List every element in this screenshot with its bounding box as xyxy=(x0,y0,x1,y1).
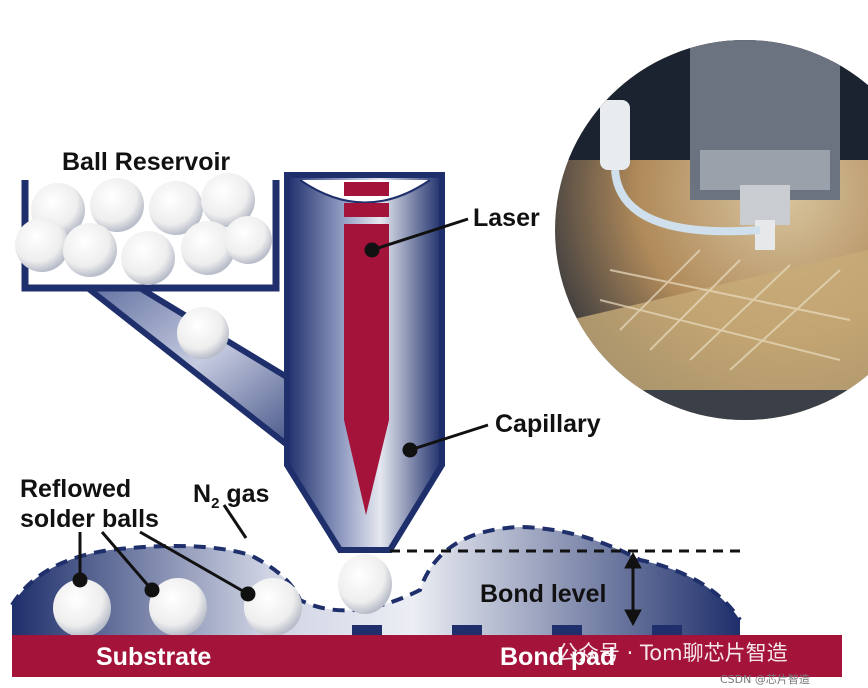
bond-level-arrow xyxy=(624,551,642,627)
reflowed-solder-balls xyxy=(53,578,302,637)
reservoir-balls xyxy=(15,173,272,285)
bond-level-label: Bond level xyxy=(480,580,606,608)
substrate-bar xyxy=(12,635,842,677)
chute-solder-ball xyxy=(177,307,229,359)
capillary-label: Capillary xyxy=(495,410,601,438)
bond-pad-label: Bond pad xyxy=(500,643,615,671)
reflowed-label-line1: Reflowed xyxy=(20,475,131,503)
laser-beam xyxy=(344,182,389,515)
ball-reservoir-label: Ball Reservoir xyxy=(62,148,230,176)
n2-gas-label: N2 gas xyxy=(193,480,269,512)
laser-label: Laser xyxy=(473,204,540,232)
jetted-solder-ball xyxy=(338,554,392,614)
watermark-sub: CSDN @芯片智造 xyxy=(720,672,810,686)
watermark-main: 公众号 · Tom聊芯片智造 xyxy=(557,641,788,665)
machine-photo-inset xyxy=(555,40,868,420)
substrate-label: Substrate xyxy=(96,643,211,671)
reflowed-label-line2: solder balls xyxy=(20,505,159,533)
ball-reservoir xyxy=(15,173,280,292)
leader-lines xyxy=(72,217,489,602)
feed-chute xyxy=(71,279,303,462)
bond-pads xyxy=(352,625,682,637)
